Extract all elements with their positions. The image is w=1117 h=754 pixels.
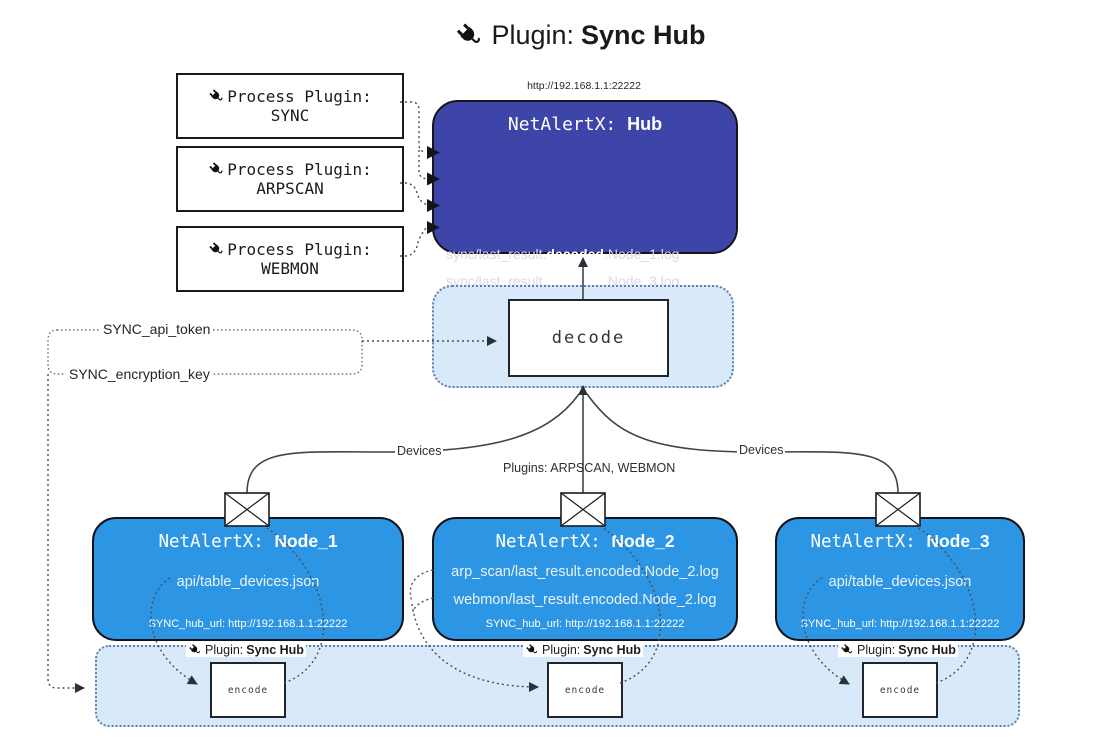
edge-settings-to-band [47, 374, 85, 693]
process-plugin-label: Process Plugin: [227, 240, 372, 259]
node-hub-url: SYNC_hub_url: http://192.168.1.1:22222 [485, 618, 685, 630]
hub-title: NetAlertX: Hub [434, 114, 736, 135]
node-title: NetAlertX: Node_3 [810, 531, 990, 552]
plug-icon [526, 644, 537, 654]
hub-title-name: Hub [627, 114, 663, 134]
process-plugin-label: Process Plugin: [227, 160, 372, 179]
encode-box-3: encode [862, 662, 938, 718]
node2-log2-stub [412, 597, 434, 613]
encode-plugin-label-2: Plugin:Sync Hub [523, 643, 643, 657]
encode-box-1: encode [210, 662, 286, 718]
process-plugin-name: WEBMON [261, 259, 319, 278]
hub-node: NetAlertX: Hub sync/last_result.decoded.… [432, 100, 738, 337]
edge-label-devices-right: Devices [737, 443, 786, 457]
decode-box: decode [508, 299, 669, 377]
hub-url-label: http://192.168.1.1:22222 [527, 80, 641, 92]
plug-icon [841, 644, 852, 654]
encode-box-2: encode [547, 662, 623, 718]
node-title: NetAlertX: Node_1 [158, 531, 338, 552]
process-plugin-label: Process Plugin: [227, 87, 372, 106]
node2-log1-stub [409, 569, 434, 603]
process-plugin-arpscan: Process Plugin: ARPSCAN [176, 146, 404, 212]
node-3: NetAlertX: Node_3 api/table_devices.json… [775, 517, 1025, 641]
process-plugin-name: SYNC [270, 106, 310, 125]
edge-label-devices-left: Devices [395, 444, 444, 458]
encode-plugin-label-3: Plugin:Sync Hub [838, 643, 958, 657]
sync-api-token-label: SYNC_api_token [100, 321, 214, 337]
node-line: arp_scan/last_result.encoded.Node_2.log [451, 564, 719, 580]
plug-icon [209, 89, 223, 101]
sync-encryption-key-label: SYNC_encryption_key [66, 366, 213, 382]
edge-label-plugins: Plugins: ARPSCAN, WEBMON [503, 461, 676, 475]
plug-icon [456, 22, 480, 43]
title-prefix: Plugin: [491, 20, 575, 50]
title-name: Sync Hub [581, 20, 706, 50]
page-title: Plugin: Sync Hub [454, 20, 706, 51]
plug-icon [189, 644, 200, 654]
encode-plugin-label-1: Plugin:Sync Hub [186, 643, 306, 657]
node-1: NetAlertX: Node_1 api/table_devices.json… [92, 517, 404, 641]
process-plugin-webmon: Process Plugin: WEBMON [176, 226, 404, 292]
edge-sync-to-log2 [418, 150, 427, 180]
node-2: NetAlertX: Node_2 arp_scan/last_result.e… [432, 517, 738, 641]
node-line: webmon/last_result.encoded.Node_2.log [453, 592, 717, 608]
node-hub-url: SYNC_hub_url: http://192.168.1.1:22222 [148, 618, 348, 630]
plug-icon [209, 242, 223, 254]
node-hub-url: SYNC_hub_url: http://192.168.1.1:22222 [800, 618, 1000, 630]
node-line: api/table_devices.json [176, 574, 320, 590]
hub-title-prefix: NetAlertX: [507, 114, 617, 135]
node-line: api/table_devices.json [828, 574, 972, 590]
process-plugin-name: ARPSCAN [256, 179, 324, 198]
hub-log-entry: sync/last_result.decoded.Node_1.log [446, 246, 680, 262]
node-title: NetAlertX: Node_2 [495, 531, 675, 552]
plug-icon [209, 162, 223, 174]
process-plugin-sync: Process Plugin: SYNC [176, 73, 404, 139]
